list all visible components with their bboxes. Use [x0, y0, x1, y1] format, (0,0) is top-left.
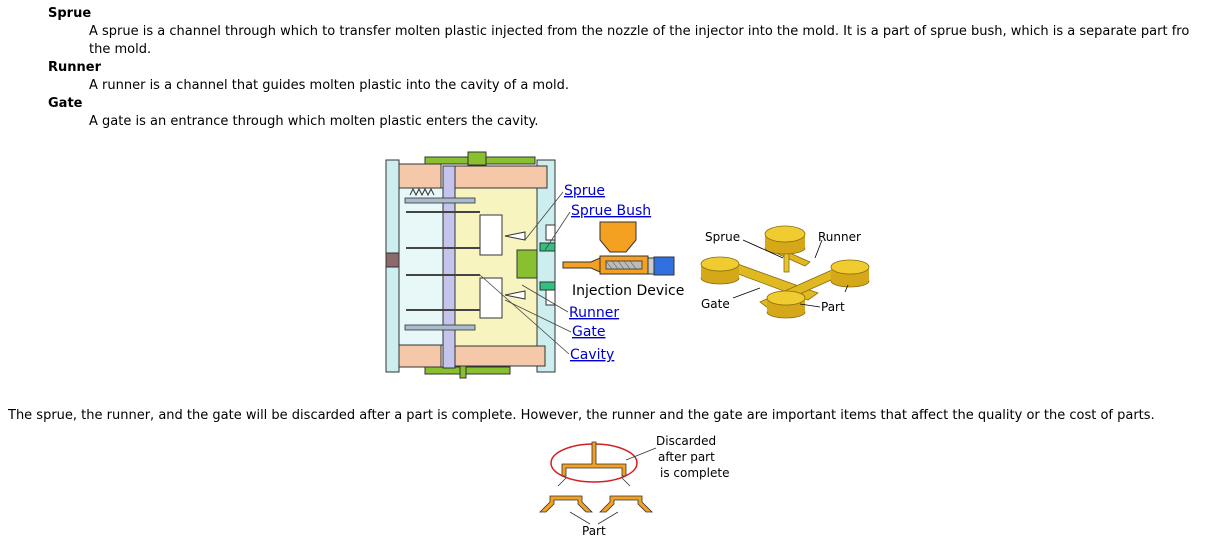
- parts-label-part: Part: [821, 300, 845, 314]
- discard-note-line2: after part: [658, 450, 715, 464]
- parts-illustration: Sprue Runner Gate Part: [700, 225, 870, 319]
- discard-part-label: Part: [582, 524, 606, 538]
- definition-gate: A gate is an entrance through which molt…: [89, 114, 539, 129]
- term-gate: Gate: [48, 96, 83, 111]
- definition-runner: A runner is a channel that guides molten…: [89, 78, 570, 93]
- parts-label-runner: Runner: [818, 230, 861, 244]
- link-runner[interactable]: Runner: [569, 305, 619, 321]
- link-cavity[interactable]: Cavity: [570, 347, 614, 363]
- injection-device-label: Injection Device: [572, 283, 684, 299]
- discard-note-line3: is complete: [660, 466, 729, 480]
- term-sprue: Sprue: [48, 6, 92, 21]
- link-sprue[interactable]: Sprue: [564, 183, 605, 199]
- term-runner: Runner: [48, 60, 102, 75]
- link-gate[interactable]: Gate: [572, 324, 606, 340]
- link-sprue-bush[interactable]: Sprue Bush: [571, 203, 651, 219]
- discard-note-line1: Discarded: [656, 434, 716, 448]
- parts-label-sprue: Sprue: [705, 230, 740, 244]
- mold-diagram: Sprue Sprue Bush Runner Gate Cavity: [385, 151, 651, 379]
- definition-sprue-line2: the mold.: [89, 42, 152, 57]
- injection-device-illustration: Injection Device: [562, 221, 684, 299]
- parts-label-gate: Gate: [701, 297, 730, 311]
- discard-diagram: Discarded after part is complete Part: [539, 434, 729, 538]
- discard-paragraph: The sprue, the runner, and the gate will…: [8, 408, 1155, 423]
- definition-sprue-line1: A sprue is a channel through which to tr…: [89, 24, 1190, 39]
